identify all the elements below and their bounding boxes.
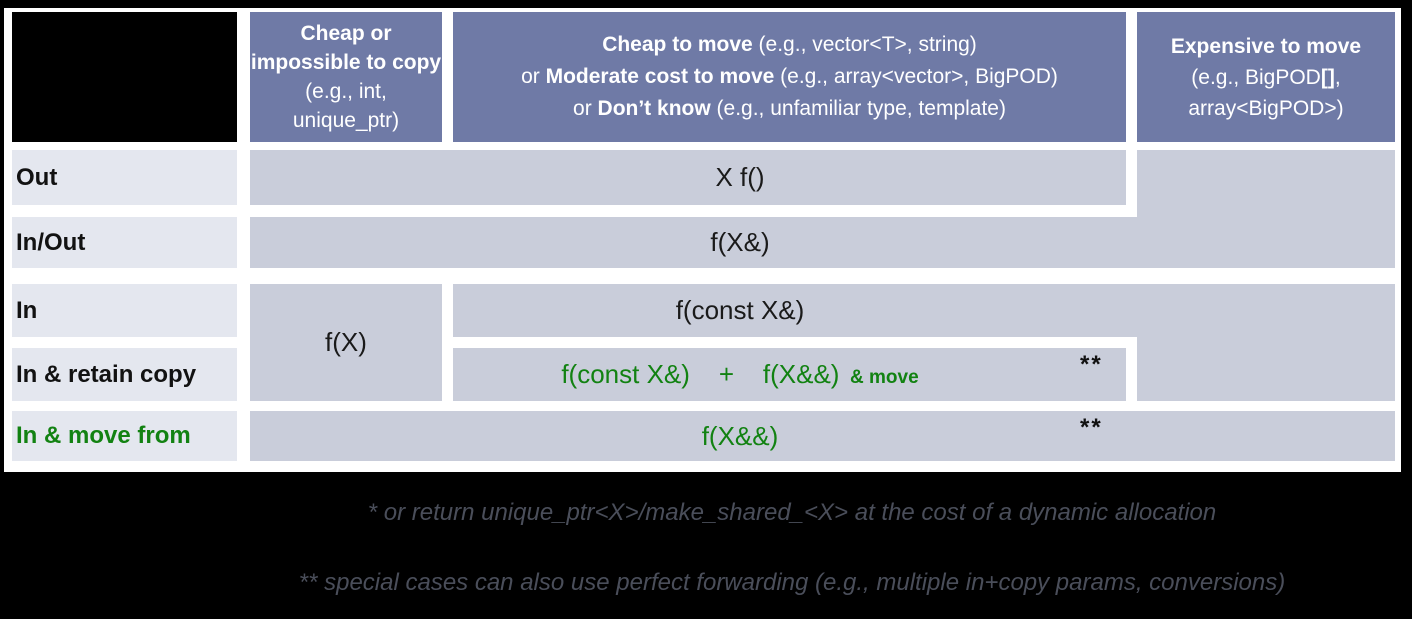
code-inout-signature: f(X&) [710, 227, 770, 257]
retain-copy-footnote-marker: ** [1080, 351, 1103, 378]
footnote-dynamic-allocation: * or return unique_ptr<X>/make_shared_<X… [367, 499, 1217, 526]
header-line-2: (e.g., BigPOD[], [1191, 65, 1341, 89]
row-label-in-out: In/Out [12, 217, 237, 268]
corner-cell [12, 12, 237, 142]
move-from-footnote-marker: ** [1080, 414, 1103, 441]
code-retain-copy-signature: f(const X&) + f(X&&) & move [561, 359, 919, 389]
footnote-perfect-forwarding: ** special cases can also use perfect fo… [298, 569, 1286, 596]
header-line-3: or Don’t know (e.g., unfamiliar type, te… [573, 97, 1006, 120]
code-move-from-signature: f(X&&) [701, 421, 779, 451]
header-cheap-to-move: Cheap to move (e.g., vector<T>, string) … [453, 12, 1126, 142]
cell-inout-reference [250, 217, 1395, 268]
code-out-signature: X f() [715, 162, 765, 192]
header-line-3: array<BigPOD>) [1188, 96, 1344, 120]
cell-in-by-value [250, 284, 442, 401]
code-in-byvalue-signature: f(X) [325, 327, 367, 357]
cell-in-retain-copy-overload [453, 348, 1126, 401]
header-text: Cheap or impossible to copy (e.g., int, … [250, 22, 442, 132]
header-line-1: Expensive to move [1170, 34, 1362, 58]
row-label-in-move-from: In & move from [12, 411, 237, 461]
row-label-out: Out [12, 150, 237, 205]
header-expensive-to-move: Expensive to move (e.g., BigPOD[], array… [1137, 12, 1395, 142]
cell-in-expensive-merged [1137, 284, 1395, 401]
header-cheap-or-impossible-to-copy: Cheap or impossible to copy (e.g., int, … [250, 12, 442, 142]
header-line-1: Cheap to move (e.g., vector<T>, string) [602, 33, 977, 56]
cell-out-return-by-value [250, 150, 1126, 205]
row-label-in-retain-copy: In & retain copy [12, 348, 237, 401]
row-label-in: In [12, 284, 237, 337]
code-in-signature: f(const X&) [675, 295, 805, 325]
header-line-2: or Moderate cost to move (e.g., array<ve… [521, 65, 1058, 88]
cell-in-move-from [250, 411, 1395, 461]
and-move-suffix: & move [839, 367, 919, 388]
